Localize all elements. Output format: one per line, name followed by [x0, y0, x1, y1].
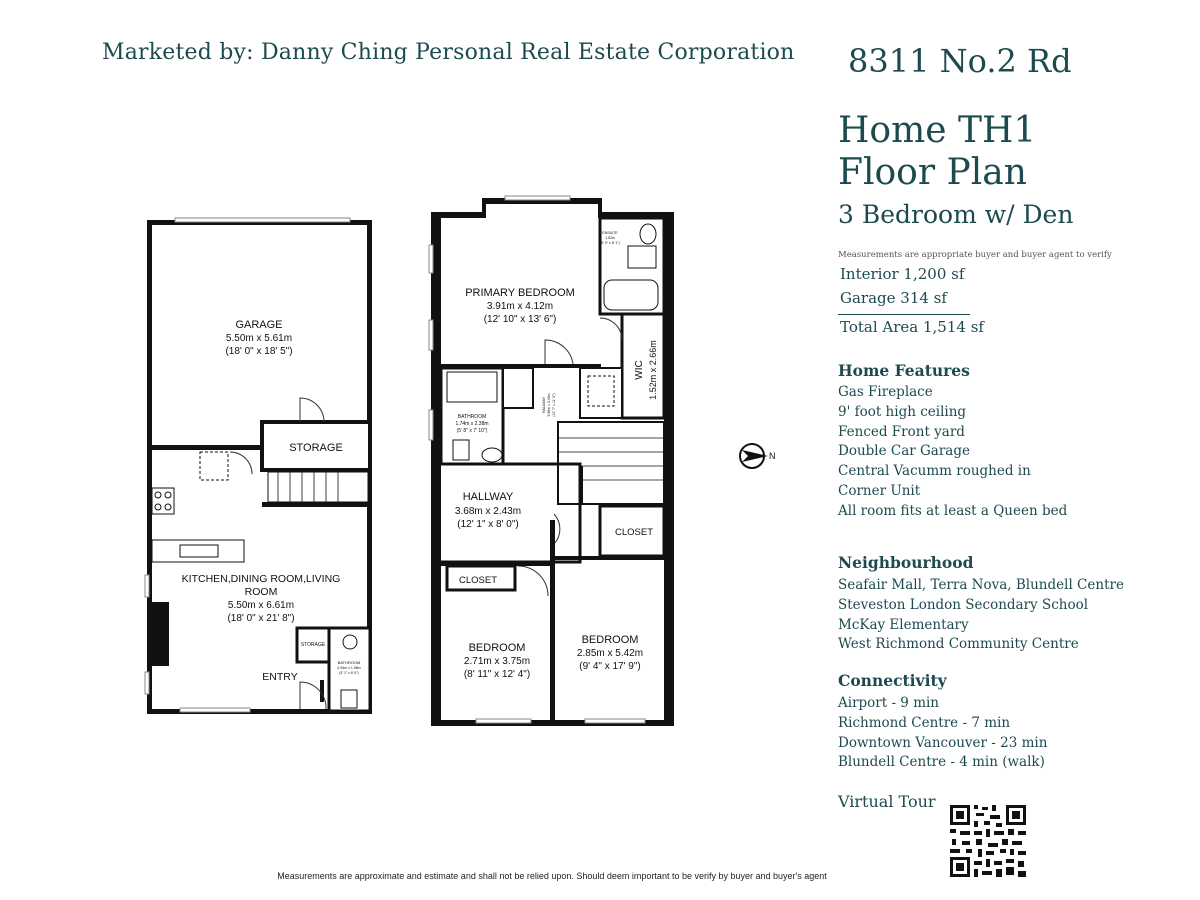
list-item: Corner Unit: [838, 482, 921, 499]
list-item: Airport - 9 min: [838, 695, 940, 711]
compass-label: N: [769, 451, 776, 461]
wic-metric: 1.52m x 2.66m: [648, 340, 658, 400]
features-list: Gas Fireplace 9' foot high ceiling Fence…: [838, 383, 1067, 522]
measurement-note: Measurements are appropriate buyer and b…: [838, 250, 1112, 260]
bedroom-right-metric: 2.85m x 5.42m: [577, 648, 643, 659]
closet-left-name: CLOSET: [459, 575, 497, 586]
interior-area: Interior 1,200 sf: [840, 265, 965, 283]
list-item: Double Car Garage: [838, 443, 970, 460]
upper-floor: ENSUITE 1.52m (5' 0" x 8' 1") WIC 1.52m …: [428, 195, 674, 726]
list-item: Steveston London Secondary School: [838, 596, 1089, 613]
hallway-small-imperial: (12' 7" x 11' 2"): [552, 393, 556, 416]
list-item: Gas Fireplace: [838, 384, 933, 400]
hallway-small-metric: 3.86m x 3.40m: [547, 393, 551, 416]
primary-bedroom-imperial: (12' 10" x 13' 6"): [484, 314, 557, 325]
bathroom-upper-name: BATHROOM: [458, 414, 487, 420]
list-item: Downtown Vancouver - 23 min: [838, 734, 1048, 751]
ensuite-imperial: (5' 0" x 8' 1"): [600, 241, 620, 245]
ensuite-metric: 1.52m: [605, 236, 615, 240]
kitchen-name-2: ROOM: [245, 586, 278, 598]
plan-type: 3 Bedroom w/ Den: [838, 200, 1074, 229]
hallway-imperial: (12' 1" x 8' 0"): [457, 519, 519, 530]
list-item: West Richmond Community Centre: [838, 636, 1079, 653]
garage-imperial: (18' 0" x 18' 5"): [225, 346, 292, 357]
entry-name: ENTRY: [262, 671, 297, 683]
kitchen-imperial: (18' 0" x 21' 8"): [227, 613, 294, 624]
floor-plan-drawing: GARAGE 5.50m x 5.61m (18' 0" x 18' 5") S…: [144, 195, 674, 726]
wic-name: WIC: [634, 360, 645, 379]
neighbourhood-title: Neighbourhood: [838, 553, 974, 572]
bathroom-upper-imperial: (5' 8" x 7' 10"): [457, 428, 488, 434]
list-item: Richmond Centre - 7 min: [838, 714, 1011, 731]
list-item: McKay Elementary: [838, 616, 969, 633]
virtual-tour-label: Virtual Tour: [838, 792, 936, 811]
list-item: Blundell Centre - 4 min (walk): [838, 754, 1045, 771]
area-divider: [838, 314, 970, 315]
disclaimer-text: Measurements are approximate and estimat…: [277, 871, 827, 881]
garage-metric: 5.50m x 5.61m: [226, 333, 292, 344]
connectivity-title: Connectivity: [838, 671, 947, 690]
neighbourhood-list: Seafair Mall, Terra Nova, Blundell Centr…: [838, 576, 1124, 655]
list-item: Fenced Front yard: [838, 423, 965, 440]
garage-name: GARAGE: [235, 319, 282, 331]
kitchen-metric: 5.50m x 6.61m: [228, 600, 294, 611]
qr-code-icon[interactable]: [948, 803, 1028, 879]
home-title-line2: Floor Plan: [838, 152, 1027, 193]
bedroom-left-imperial: (8' 11" x 12' 4"): [464, 669, 530, 680]
hallway-small-name: HALLWAY: [542, 396, 546, 413]
primary-bedroom-name: PRIMARY BEDROOM: [465, 287, 575, 299]
bathroom-upper-metric: 1.74m x 2.38m: [455, 421, 488, 427]
north-arrow-icon: N: [739, 443, 776, 469]
home-title: Home TH1 Floor Plan: [838, 110, 1036, 194]
bathroom-main-metric: 0.94m x 1.98m: [337, 666, 360, 670]
list-item: Central Vacumm roughed in: [838, 463, 1031, 480]
bathroom-main-imperial: (3' 1" x 6' 6"): [339, 671, 359, 675]
ensuite-name: ENSUITE: [602, 231, 618, 235]
total-area: Total Area 1,514 sf: [840, 318, 984, 336]
list-item: Seafair Mall, Terra Nova, Blundell Centr…: [838, 577, 1124, 593]
marketed-by-text: Marketed by: Danny Ching Personal Real E…: [102, 40, 795, 65]
home-title-line1: Home TH1: [838, 110, 1037, 151]
hallway-metric: 3.68m x 2.43m: [455, 506, 521, 517]
bathroom-main-name: BATHROOM: [338, 660, 361, 665]
hallway-name: HALLWAY: [463, 491, 514, 503]
bedroom-right-name: BEDROOM: [582, 634, 639, 646]
garage-area: Garage 314 sf: [840, 289, 947, 307]
bedroom-right-imperial: (9' 4" x 17' 9"): [579, 661, 641, 672]
list-item: 9' foot high ceiling: [838, 403, 967, 420]
primary-bedroom-metric: 3.91m x 4.12m: [487, 301, 553, 312]
bedroom-left-metric: 2.71m x 3.75m: [464, 656, 530, 667]
list-item: All room fits at least a Queen bed: [838, 502, 1068, 519]
main-floor: GARAGE 5.50m x 5.61m (18' 0" x 18' 5") S…: [144, 217, 372, 714]
features-title: Home Features: [838, 361, 970, 380]
connectivity-list: Airport - 9 min Richmond Centre - 7 min …: [838, 694, 1047, 773]
storage-small-name: STORAGE: [301, 642, 326, 648]
storage-name: STORAGE: [289, 442, 343, 454]
property-address: 8311 No.2 Rd: [848, 42, 1072, 80]
bedroom-left-name: BEDROOM: [469, 642, 526, 654]
kitchen-name-1: KITCHEN,DINING ROOM,LIVING: [182, 573, 341, 585]
closet-right-name: CLOSET: [615, 527, 653, 538]
